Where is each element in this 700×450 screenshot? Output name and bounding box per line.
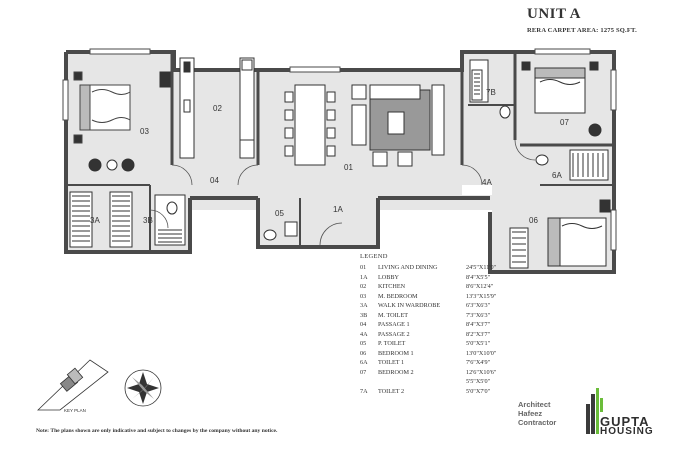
legend-room-name: M. TOILET: [378, 311, 409, 319]
legend-dimension: 24'5"X11'0": [466, 264, 497, 271]
legend-code: 05: [360, 340, 367, 347]
legend-room-name: PASSAGE 2: [378, 330, 410, 338]
architect-credit-line3: Contractor: [518, 418, 557, 427]
room-label-6a: 6A: [552, 171, 562, 180]
legend-room-name: KITCHEN: [378, 283, 406, 290]
compass-rose-icon: [124, 369, 162, 407]
room-label-02: 02: [213, 104, 222, 113]
legend: LEGEND 01 LIVING AND DINING 24'5"X11'0" 1A…: [360, 253, 520, 396]
key-plan-label: KEY PLAN: [64, 408, 86, 413]
living-sofa-set: [351, 84, 445, 167]
legend-dimension: 13'3"X15'9": [466, 292, 497, 300]
legend-dimension: 8'4"X3'7": [466, 321, 491, 328]
legend-code: 1A: [360, 273, 368, 281]
brand-name: GUPTA: [600, 414, 650, 429]
disclaimer-note: Note: The plans shown are only indicativ…: [36, 428, 278, 434]
carpet-area-subtitle: RERA CARPET AREA: 1275 SQ.FT.: [527, 27, 637, 34]
legend-room-name: TOILET 2: [378, 387, 405, 395]
unit-title: UNIT A: [527, 6, 581, 22]
legend-dimension: 12'6"X10'6": [466, 368, 497, 376]
legend-code: 04: [360, 321, 367, 328]
door-swings: [149, 139, 536, 246]
legend-code: 03: [360, 292, 367, 300]
legend-code: 01: [360, 264, 367, 271]
legend-room-name: LIVING AND DINING: [378, 264, 438, 271]
dining-table: [284, 84, 336, 166]
windows: [62, 48, 617, 251]
legend-dimension: 5'0"X5'1": [466, 340, 491, 347]
legend-room-name: BEDROOM 2: [378, 368, 414, 376]
legend-row: 3A WALK IN WARDROBE 6'3"X6'3": [360, 301, 520, 311]
walk-in-wardrobe-shelves: [69, 191, 133, 248]
legend-row: 02 KITCHEN 8'6"X12'4": [360, 282, 520, 292]
legend-row: 01 LIVING AND DINING 24'5"X11'0": [360, 263, 520, 273]
toilet-1-fixtures: [535, 149, 611, 213]
room-label-03: 03: [140, 127, 149, 136]
legend-code: 07: [360, 368, 367, 376]
master-toilet-fixtures: [154, 194, 186, 246]
legend-code: 6A: [360, 359, 368, 366]
legend-heading: LEGEND: [360, 253, 388, 260]
legend-room-name: P. TOILET: [378, 340, 406, 347]
architect-credit-line1: Architect: [518, 400, 551, 409]
legend-row: 7A TOILET 2 5'0"X7'0": [360, 387, 520, 397]
legend-row: 03 M. BEDROOM 13'3"X15'9": [360, 292, 520, 302]
legend-room-name: M. BEDROOM: [378, 292, 418, 300]
legend-dimension: 13'0"X10'0": [466, 349, 497, 357]
bedroom-1-furniture: [509, 217, 607, 269]
legend-room-name: PASSAGE 1: [378, 321, 410, 328]
legend-row: 4A PASSAGE 2 8'2"X3'7": [360, 330, 520, 340]
legend-code: 02: [360, 283, 367, 290]
legend-row: 1A LOBBY 8'4"X5'5": [360, 273, 520, 283]
legend-row: 04 PASSAGE 1 8'4"X3'7": [360, 320, 520, 330]
architect-credit-line2: Hafeez: [518, 409, 543, 418]
legend-dimension: 5'5"X5'0": [466, 378, 491, 385]
bedroom-chairs: [88, 71, 171, 172]
legend-code: 06: [360, 349, 367, 357]
legend-dimension: 7'3"X6'3": [466, 311, 491, 319]
legend-row: 06 BEDROOM 1 13'0"X10'0": [360, 349, 520, 359]
legend-code: 4A: [360, 330, 368, 338]
legend-room-name: TOILET 1: [378, 359, 405, 366]
room-label-06: 06: [529, 216, 538, 225]
legend-room-name: [378, 377, 466, 387]
legend-code: [360, 377, 378, 387]
legend-code: 3B: [360, 311, 368, 319]
legend-dimension: 8'4"X5'5": [466, 273, 491, 281]
legend-room-name: WALK IN WARDROBE: [378, 302, 441, 309]
room-label-4a: 4A: [482, 178, 492, 187]
legend-code: 7A: [360, 387, 368, 395]
toilet-2-fixtures: [471, 69, 511, 119]
legend-dimension: 8'2"X3'7": [466, 330, 491, 338]
legend-dimension: 8'6"X12'4": [466, 283, 494, 290]
legend-room-name: LOBBY: [378, 273, 399, 281]
room-label-3a: 3A: [90, 216, 100, 225]
kitchen-counters: [179, 57, 255, 159]
legend-row: 05 P. TOILET 5'0"X5'1": [360, 339, 520, 349]
brand-subname: HOUSING: [600, 426, 654, 437]
legend-code: 3A: [360, 302, 368, 309]
room-label-01: 01: [344, 163, 353, 172]
master-bed: [73, 71, 131, 144]
powder-toilet-fixtures: [263, 221, 298, 241]
room-label-1a: 1A: [333, 205, 343, 214]
bedroom-2-furniture: [469, 59, 602, 137]
room-label-7b: 7B: [486, 88, 496, 97]
key-plan-icon: [37, 359, 109, 411]
gupta-housing-logo-icon: [586, 388, 603, 434]
legend-row: 6A TOILET 1 7'6"X4'9": [360, 358, 520, 368]
legend-dimension: 7'6"X4'9": [466, 359, 491, 366]
legend-dimension: 5'0"X7'0": [466, 387, 491, 395]
legend-row: 3B M. TOILET 7'3"X6'3": [360, 311, 520, 321]
legend-dimension: 6'3"X6'3": [466, 302, 491, 309]
legend-room-name: BEDROOM 1: [378, 349, 414, 357]
room-label-04: 04: [210, 176, 219, 185]
room-label-05: 05: [275, 209, 284, 218]
legend-row: 5'5"X5'0": [360, 377, 520, 387]
legend-row: 07 BEDROOM 2 12'6"X10'6": [360, 368, 520, 378]
room-label-3b: 3B: [143, 216, 153, 225]
room-label-07: 07: [560, 118, 569, 127]
